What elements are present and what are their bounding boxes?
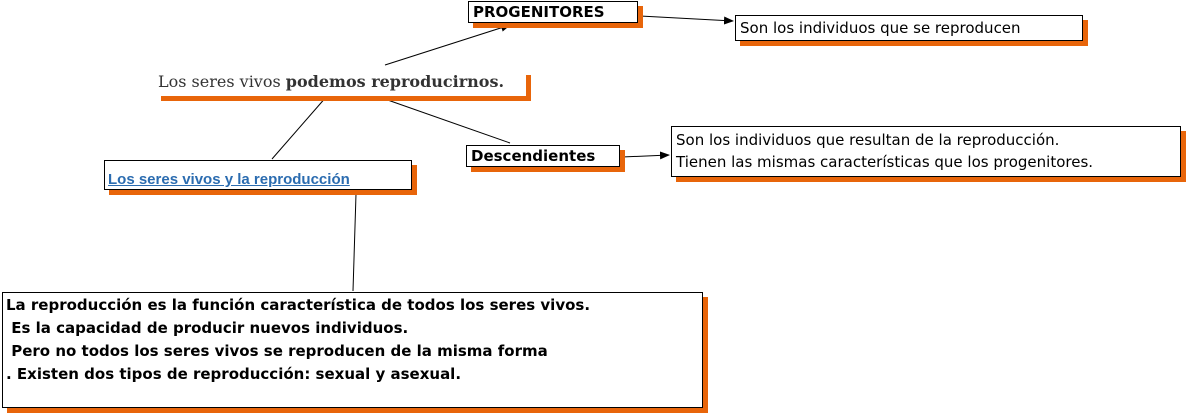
node-progenitores-definition: Son los individuos que se reproducen [735,15,1083,41]
node-descendientes-definition-line-2: Tienen las mismas características que lo… [676,153,1094,171]
node-explanation: La reproducción es la función caracterís… [2,292,703,408]
node-statement-bold: podemos reproducirnos. [285,72,505,91]
link-topic-to-explanation [352,193,357,292]
node-explanation-line-4: . Existen dos tipos de reproducción: sex… [6,365,462,383]
node-descendientes: Descendientes [466,145,620,167]
node-progenitores-label: PROGENITORES [473,3,605,21]
node-explanation-line-3: Pero no todos los seres vivos se reprodu… [6,342,548,360]
node-progenitores: PROGENITORES [468,1,638,23]
node-descendientes-definition-line-1: Son los individuos que resultan de la re… [676,131,1060,149]
node-statement-regular: Los seres vivos [158,72,286,91]
link-progenitores-to-definition [639,15,734,25]
node-explanation-line-1: La reproducción es la función caracterís… [6,296,591,314]
node-descendientes-label: Descendientes [471,147,596,165]
node-progenitores-definition-text: Son los individuos que se reproducen [740,19,1021,37]
link-statement-to-topic [271,95,328,160]
link-descendientes-to-definition [621,151,670,160]
link-statement-to-progenitores [384,23,511,66]
node-topic[interactable]: Los seres vivos y la reproducción [104,160,412,190]
node-explanation-line-2: Es la capacidad de producir nuevos indiv… [6,319,409,337]
link-statement-to-descendientes [381,97,511,144]
node-topic-label[interactable]: Los seres vivos y la reproducción [108,171,350,188]
node-statement: Los seres vivos podemos reproducirnos. [156,70,526,96]
node-descendientes-definition: Son los individuos que resultan de la re… [671,126,1181,177]
